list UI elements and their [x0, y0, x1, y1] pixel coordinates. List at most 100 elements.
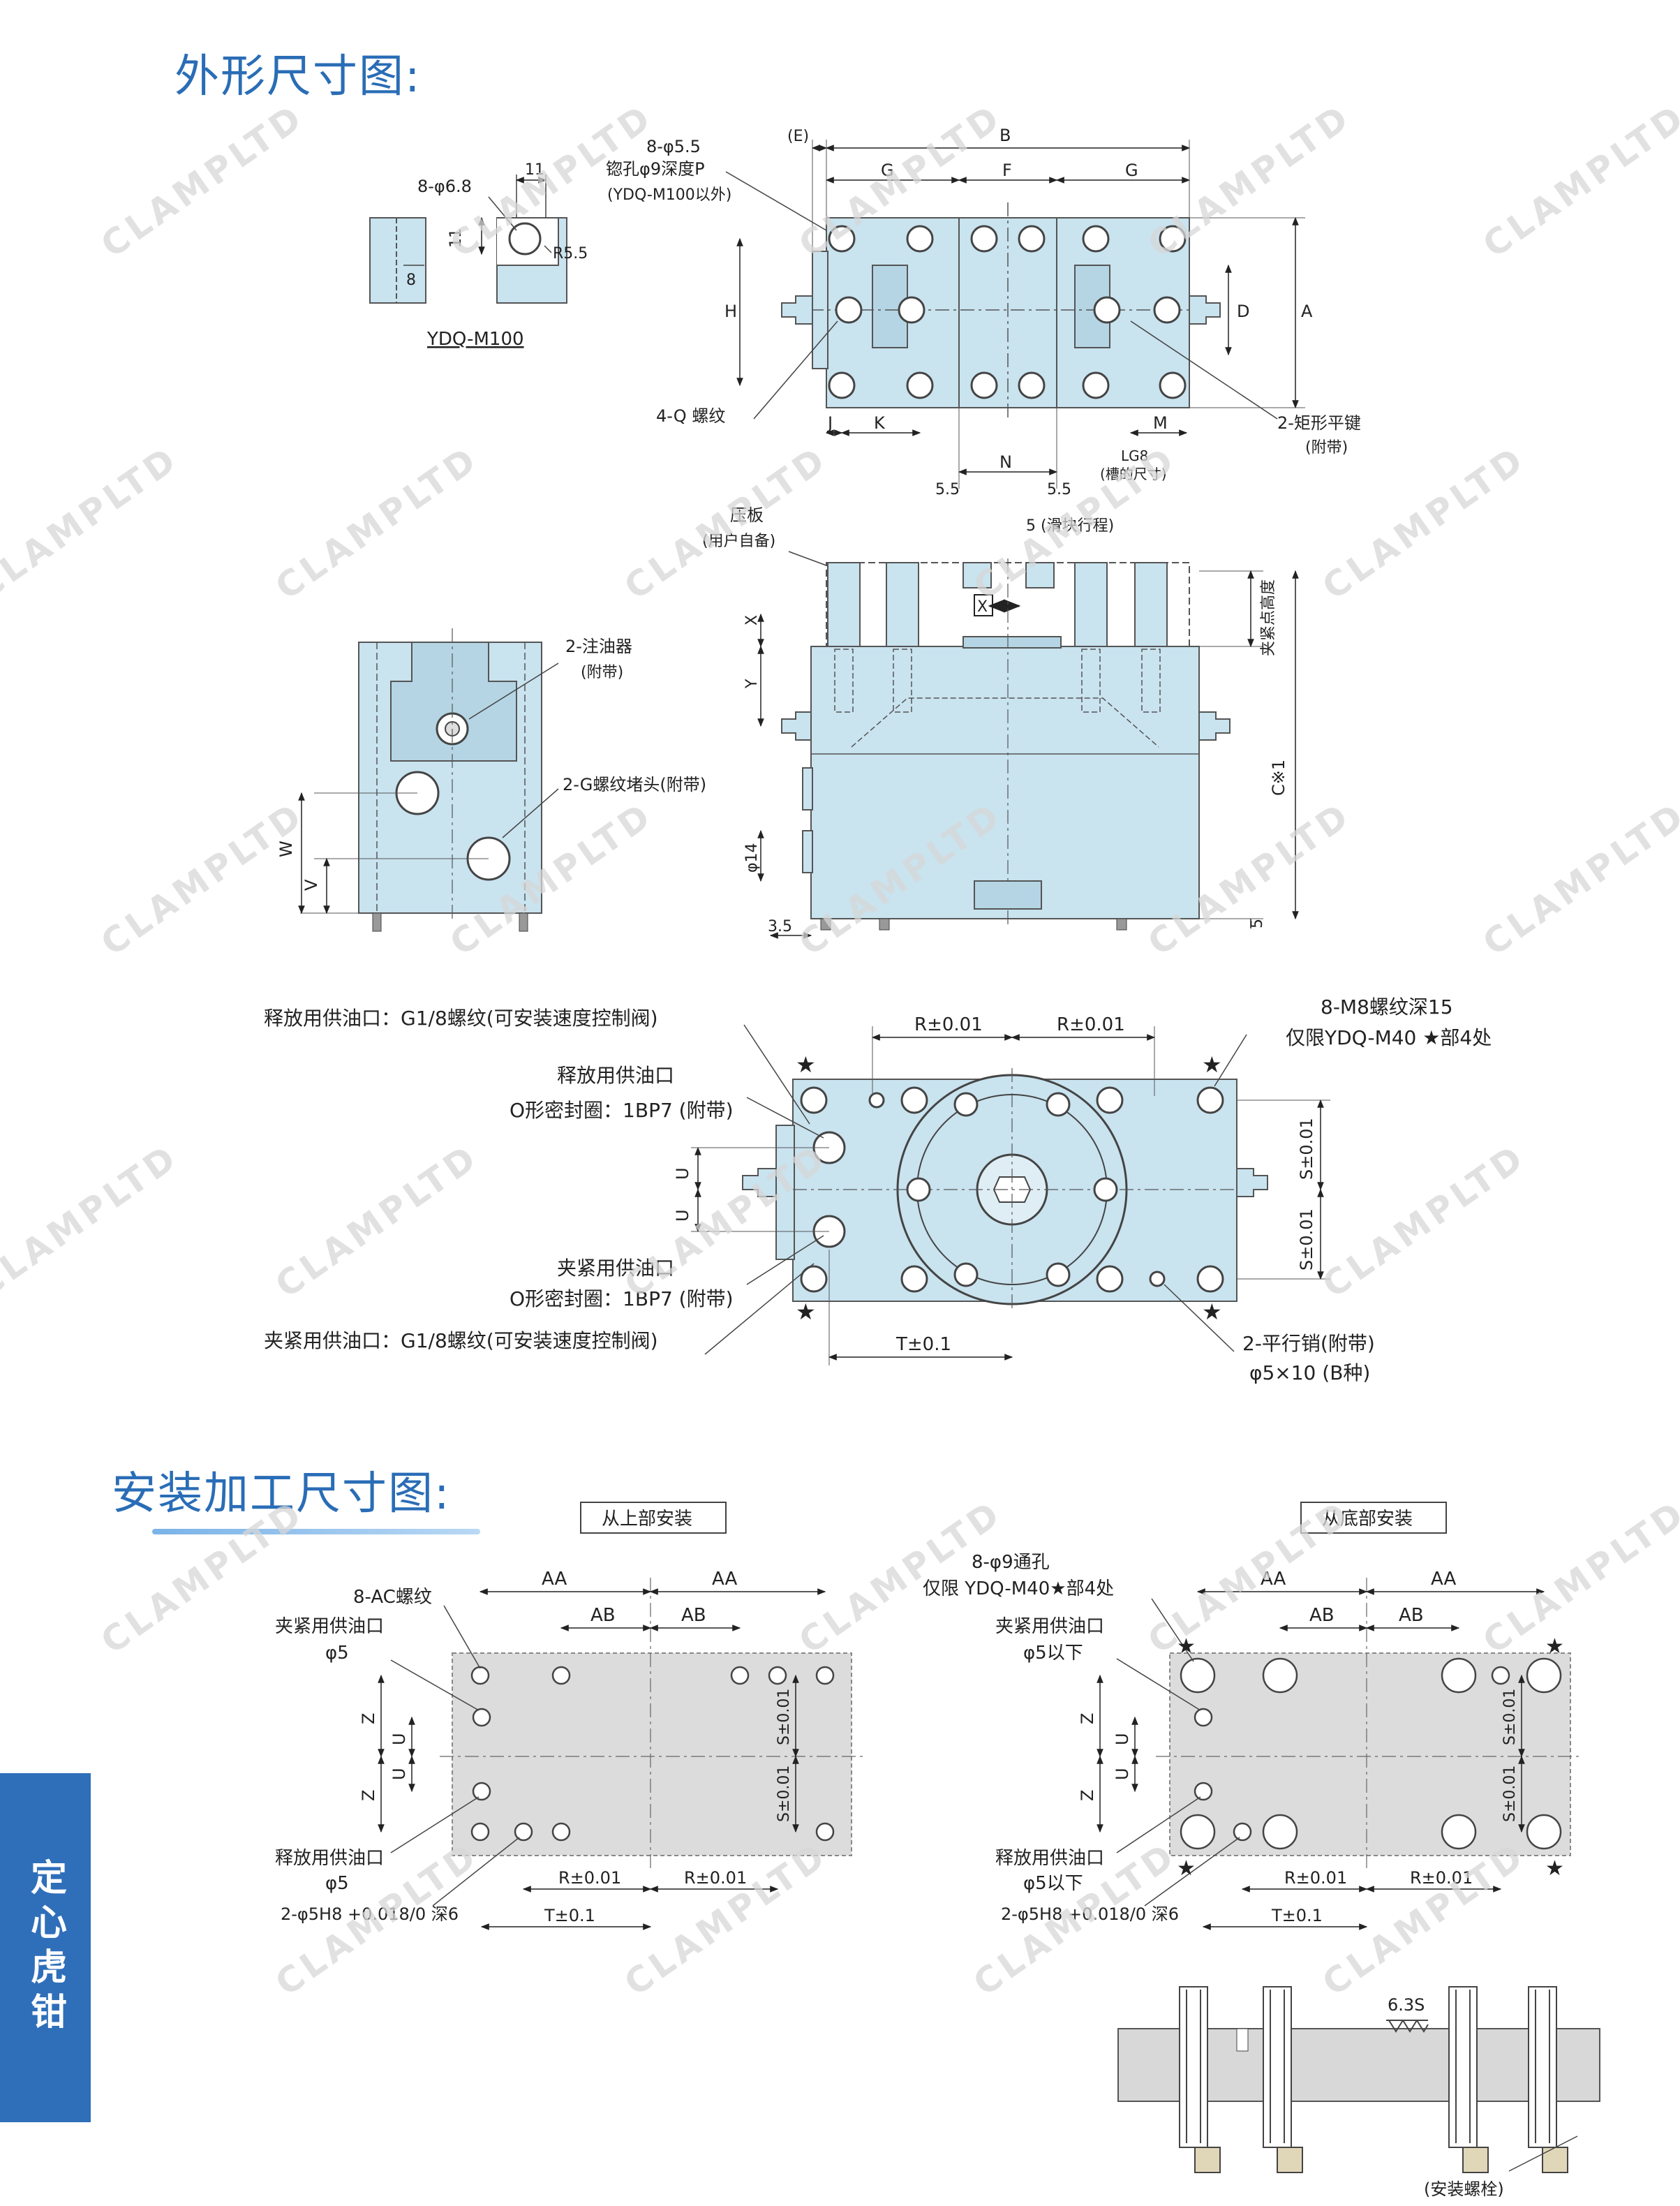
category-side-tab: 定心虎钳 — [0, 1773, 91, 2122]
dim-X-side: X — [743, 615, 761, 625]
side-view: 2-注油器 (附带) 2-G螺纹堵头(附带) W V — [276, 628, 706, 932]
dim-11-top: 11 — [525, 161, 544, 179]
mb-dim-AA-right: AA — [1431, 1569, 1457, 1590]
release-port-label: 释放用供油口 — [557, 1064, 674, 1087]
dim-3-5: 3.5 — [768, 918, 792, 935]
side-tab-label: 定心虎钳 — [24, 1858, 66, 2037]
dim-G-left: G — [881, 161, 894, 180]
key-note-1: 2-矩形平键 — [1277, 413, 1361, 433]
dim-W: W — [276, 841, 296, 857]
key-note-2: (附带) — [1305, 439, 1348, 457]
mounting-dimensions-heading: 安装加工尺寸图: — [112, 1468, 451, 1520]
mb-dim-U-upper: U — [1113, 1733, 1132, 1745]
bottom-view: 释放用供油口：G1/8螺纹(可安装速度控制阀) 释放用供油口 O形密封圈：1BP… — [264, 995, 1492, 1384]
mt-thread-note: 8-AC螺纹 — [353, 1587, 432, 1608]
mt-dim-U-lower: U — [389, 1768, 409, 1780]
radius-label: R5.5 — [553, 245, 588, 262]
mt-dim-S-lower: S±0.01 — [775, 1765, 793, 1822]
oiler-note-1: 2-注油器 — [565, 637, 632, 656]
mount-from-bottom: 从底部安装 ★ ★ ★ ★ 8-φ9通孔 仅限 YDQ-M40★部4处 — [923, 1502, 1582, 1930]
mt-dim-U-upper: U — [389, 1733, 409, 1745]
dim-Y: Y — [743, 679, 761, 689]
mount-top-title: 从上部安装 — [602, 1509, 692, 1530]
oil-fitting-right — [1189, 295, 1221, 325]
star-top-left: ★ — [796, 1051, 816, 1078]
mt-dim-AB-right: AB — [681, 1605, 706, 1626]
dim-B: B — [999, 126, 1011, 145]
bolt-note: (安装螺栓) — [1424, 2179, 1504, 2199]
dim-U-upper: U — [673, 1167, 692, 1180]
mb-dim-Z-upper: Z — [1078, 1713, 1097, 1724]
dim-11-side: 11 — [447, 228, 465, 248]
release-oring-label: O形密封圈：1BP7 (附带) — [510, 1099, 734, 1122]
dim-F: F — [1002, 161, 1012, 180]
dim-C: C※1 — [1269, 760, 1288, 796]
mb-star-bl: ★ — [1177, 1856, 1196, 1881]
plate-note-2: (用户自备) — [702, 533, 775, 550]
mt-release-port-1: 释放用供油口 — [275, 1848, 384, 1869]
clamp-port-label: 夹紧用供油口 — [557, 1257, 674, 1280]
mb-dim-R-right: R±0.01 — [1410, 1868, 1473, 1888]
slot-note: (槽的尺寸) — [1100, 466, 1167, 482]
star-bottom-left: ★ — [796, 1298, 816, 1325]
mt-clamp-port-2: φ5 — [325, 1643, 349, 1664]
top-view: 8-φ5.5 锪孔φ9深度P (YDQ-M100以外) (E) B G F G … — [606, 126, 1361, 498]
front-fitting-right — [1198, 711, 1231, 741]
counterbore-hole — [508, 222, 542, 256]
mb-dim-AB-left: AB — [1309, 1605, 1335, 1626]
dim-R-left: R±0.01 — [914, 1014, 983, 1035]
mb-holes-2: 仅限 YDQ-M40★部4处 — [923, 1578, 1114, 1599]
mb-dim-Z-lower: Z — [1078, 1790, 1097, 1801]
mb-clamp-port-2: φ5以下 — [1023, 1643, 1083, 1664]
mb-star-br: ★ — [1545, 1856, 1564, 1881]
dim-X: X — [977, 598, 988, 616]
mb-pin-hole: 2-φ5H8 +0.018/0 深6 — [1001, 1904, 1179, 1924]
mb-holes-1: 8-φ9通孔 — [972, 1552, 1050, 1573]
dim-N: N — [999, 452, 1012, 472]
clamp-height: 夹紧点高度 — [1260, 579, 1277, 656]
dim-S-upper: S±0.01 — [1297, 1118, 1316, 1180]
mb-dim-AA-left: AA — [1261, 1569, 1286, 1590]
front-view: 压板 (用户自备) 5 (滑块行程) X X Y 夹紧点高度 C※1 φ14 3… — [702, 505, 1299, 939]
dim-K: K — [874, 413, 886, 433]
dim-D: D — [1237, 302, 1249, 321]
dim-5-5-left: 5.5 — [935, 481, 960, 498]
oiler-note-2: (附带) — [581, 664, 623, 681]
dim-E: (E) — [787, 128, 809, 145]
mt-dim-Z-lower: Z — [359, 1790, 378, 1801]
mb-release-port-2: φ5以下 — [1023, 1873, 1083, 1894]
star-bottom-right: ★ — [1202, 1298, 1222, 1325]
holes-note-3: (YDQ-M100以外) — [607, 186, 731, 204]
mb-star-tr: ★ — [1545, 1634, 1564, 1659]
clamp-port-thread-note: 夹紧用供油口：G1/8螺纹(可安装速度控制阀) — [264, 1329, 658, 1352]
plug-note: 2-G螺纹堵头(附带) — [563, 775, 706, 794]
mt-dim-AA-right: AA — [712, 1569, 738, 1590]
bolt-section: 6.3S (安装螺栓) — [1117, 1986, 1600, 2199]
mt-dim-AB-left: AB — [590, 1605, 616, 1626]
mb-release-port-1: 释放用供油口 — [995, 1848, 1104, 1869]
mb-dim-S-upper: S±0.01 — [1501, 1689, 1519, 1745]
mount-bottom-title: 从底部安装 — [1322, 1509, 1413, 1530]
mb-clamp-port-1: 夹紧用供油口 — [995, 1616, 1104, 1637]
mt-dim-AA-left: AA — [542, 1569, 567, 1590]
mt-release-port-2: φ5 — [325, 1873, 349, 1894]
model-label: YDQ-M100 — [426, 329, 524, 350]
release-port-thread-note: 释放用供油口：G1/8螺纹(可安装速度控制阀) — [264, 1007, 658, 1030]
front-fitting-left — [781, 711, 812, 741]
holes-note-1: 8-φ5.5 — [646, 137, 701, 156]
holes-note-2: 锪孔φ9深度P — [606, 159, 705, 179]
mount-from-top: 从上部安装 8-AC螺纹 夹紧用供油口 φ5 释放用供油口 φ5 2-φ5H8 … — [275, 1502, 863, 1930]
dim-V: V — [302, 879, 321, 891]
small-holes-label: 8-φ6.8 — [417, 177, 472, 196]
mb-dim-T: T±0.1 — [1271, 1906, 1323, 1925]
thread-note: 4-Q 螺纹 — [656, 406, 725, 426]
star-top-right: ★ — [1202, 1051, 1222, 1078]
oil-fitting-left — [781, 295, 813, 325]
dim-8: 8 — [406, 272, 416, 289]
dim-R-right: R±0.01 — [1057, 1014, 1125, 1035]
mb-star-tl: ★ — [1177, 1634, 1196, 1659]
mt-dim-R-left: R±0.01 — [558, 1868, 621, 1888]
clamp-oring-label: O形密封圈：1BP7 (附带) — [510, 1287, 734, 1310]
mb-dim-U-lower: U — [1113, 1768, 1132, 1780]
